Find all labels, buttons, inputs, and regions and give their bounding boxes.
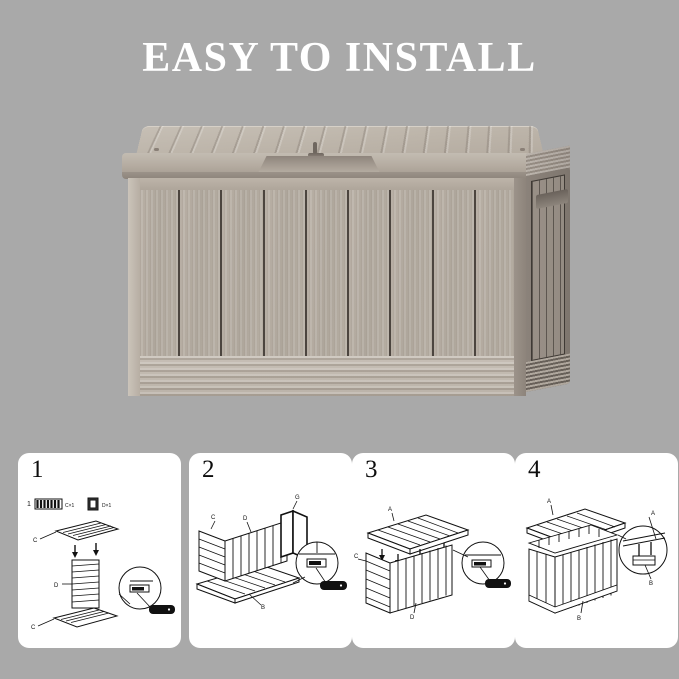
step-2-diagram: B C	[195, 495, 347, 611]
step-3-diagram: A	[354, 507, 511, 621]
step-card-2: 2 B	[189, 453, 352, 648]
box-lid-lip	[122, 172, 558, 179]
front-slat	[391, 190, 434, 356]
svg-text:B: B	[577, 616, 581, 622]
step-card-4: 4 A	[515, 453, 678, 648]
svg-text:G: G	[295, 495, 300, 501]
box-corner-post-left	[128, 178, 140, 396]
side-base-trim	[526, 353, 570, 392]
svg-text:D×1: D×1	[102, 503, 112, 509]
step-number: 3	[365, 456, 378, 483]
front-slat	[180, 190, 223, 356]
step-card-3: 3 A	[352, 453, 515, 648]
svg-text:A: A	[388, 507, 392, 513]
svg-text:B: B	[649, 581, 653, 587]
svg-text:1: 1	[27, 501, 31, 508]
front-slat	[222, 190, 265, 356]
lid-screw-right	[520, 148, 525, 151]
product-hero-photo	[0, 96, 679, 436]
step-number: 2	[202, 456, 215, 483]
page-title: EASY TO INSTALL	[142, 35, 537, 81]
front-handle-recess	[258, 156, 380, 173]
front-slat-group	[138, 190, 516, 356]
svg-text:D: D	[54, 583, 59, 589]
front-slat	[138, 190, 181, 356]
step-1-diagram: 1 C×1 D×1	[27, 497, 175, 631]
svg-text:C×1: C×1	[65, 503, 75, 509]
svg-text:D: D	[243, 516, 248, 522]
svg-text:C: C	[31, 625, 36, 631]
front-slat	[264, 190, 307, 356]
svg-text:C: C	[33, 538, 38, 544]
lid-latch-icon	[313, 142, 317, 154]
svg-text:A: A	[547, 499, 551, 505]
lid-latch-plate	[308, 153, 324, 157]
step-number: 1	[31, 456, 44, 483]
front-slat	[475, 190, 516, 356]
front-slat	[306, 190, 350, 356]
svg-text:A: A	[651, 511, 655, 517]
front-slat	[349, 190, 392, 356]
deck-box-illustration	[108, 106, 573, 426]
svg-text:C: C	[354, 554, 359, 560]
front-top-rail	[128, 178, 526, 192]
box-corner-post-right	[514, 178, 526, 396]
svg-text:B: B	[261, 605, 265, 611]
step-card-1: 1 1 C×1 D×1	[18, 453, 181, 648]
assembly-steps-row: 1 1 C×1 D×1	[0, 453, 679, 649]
front-slat	[433, 190, 476, 356]
svg-text:D: D	[410, 615, 415, 621]
step-4-diagram: A	[525, 499, 668, 622]
step-number: 4	[528, 456, 541, 483]
front-base-trim	[128, 356, 526, 396]
lid-screw-left	[154, 148, 159, 151]
svg-text:C: C	[211, 515, 216, 521]
box-front-panel	[128, 178, 526, 396]
